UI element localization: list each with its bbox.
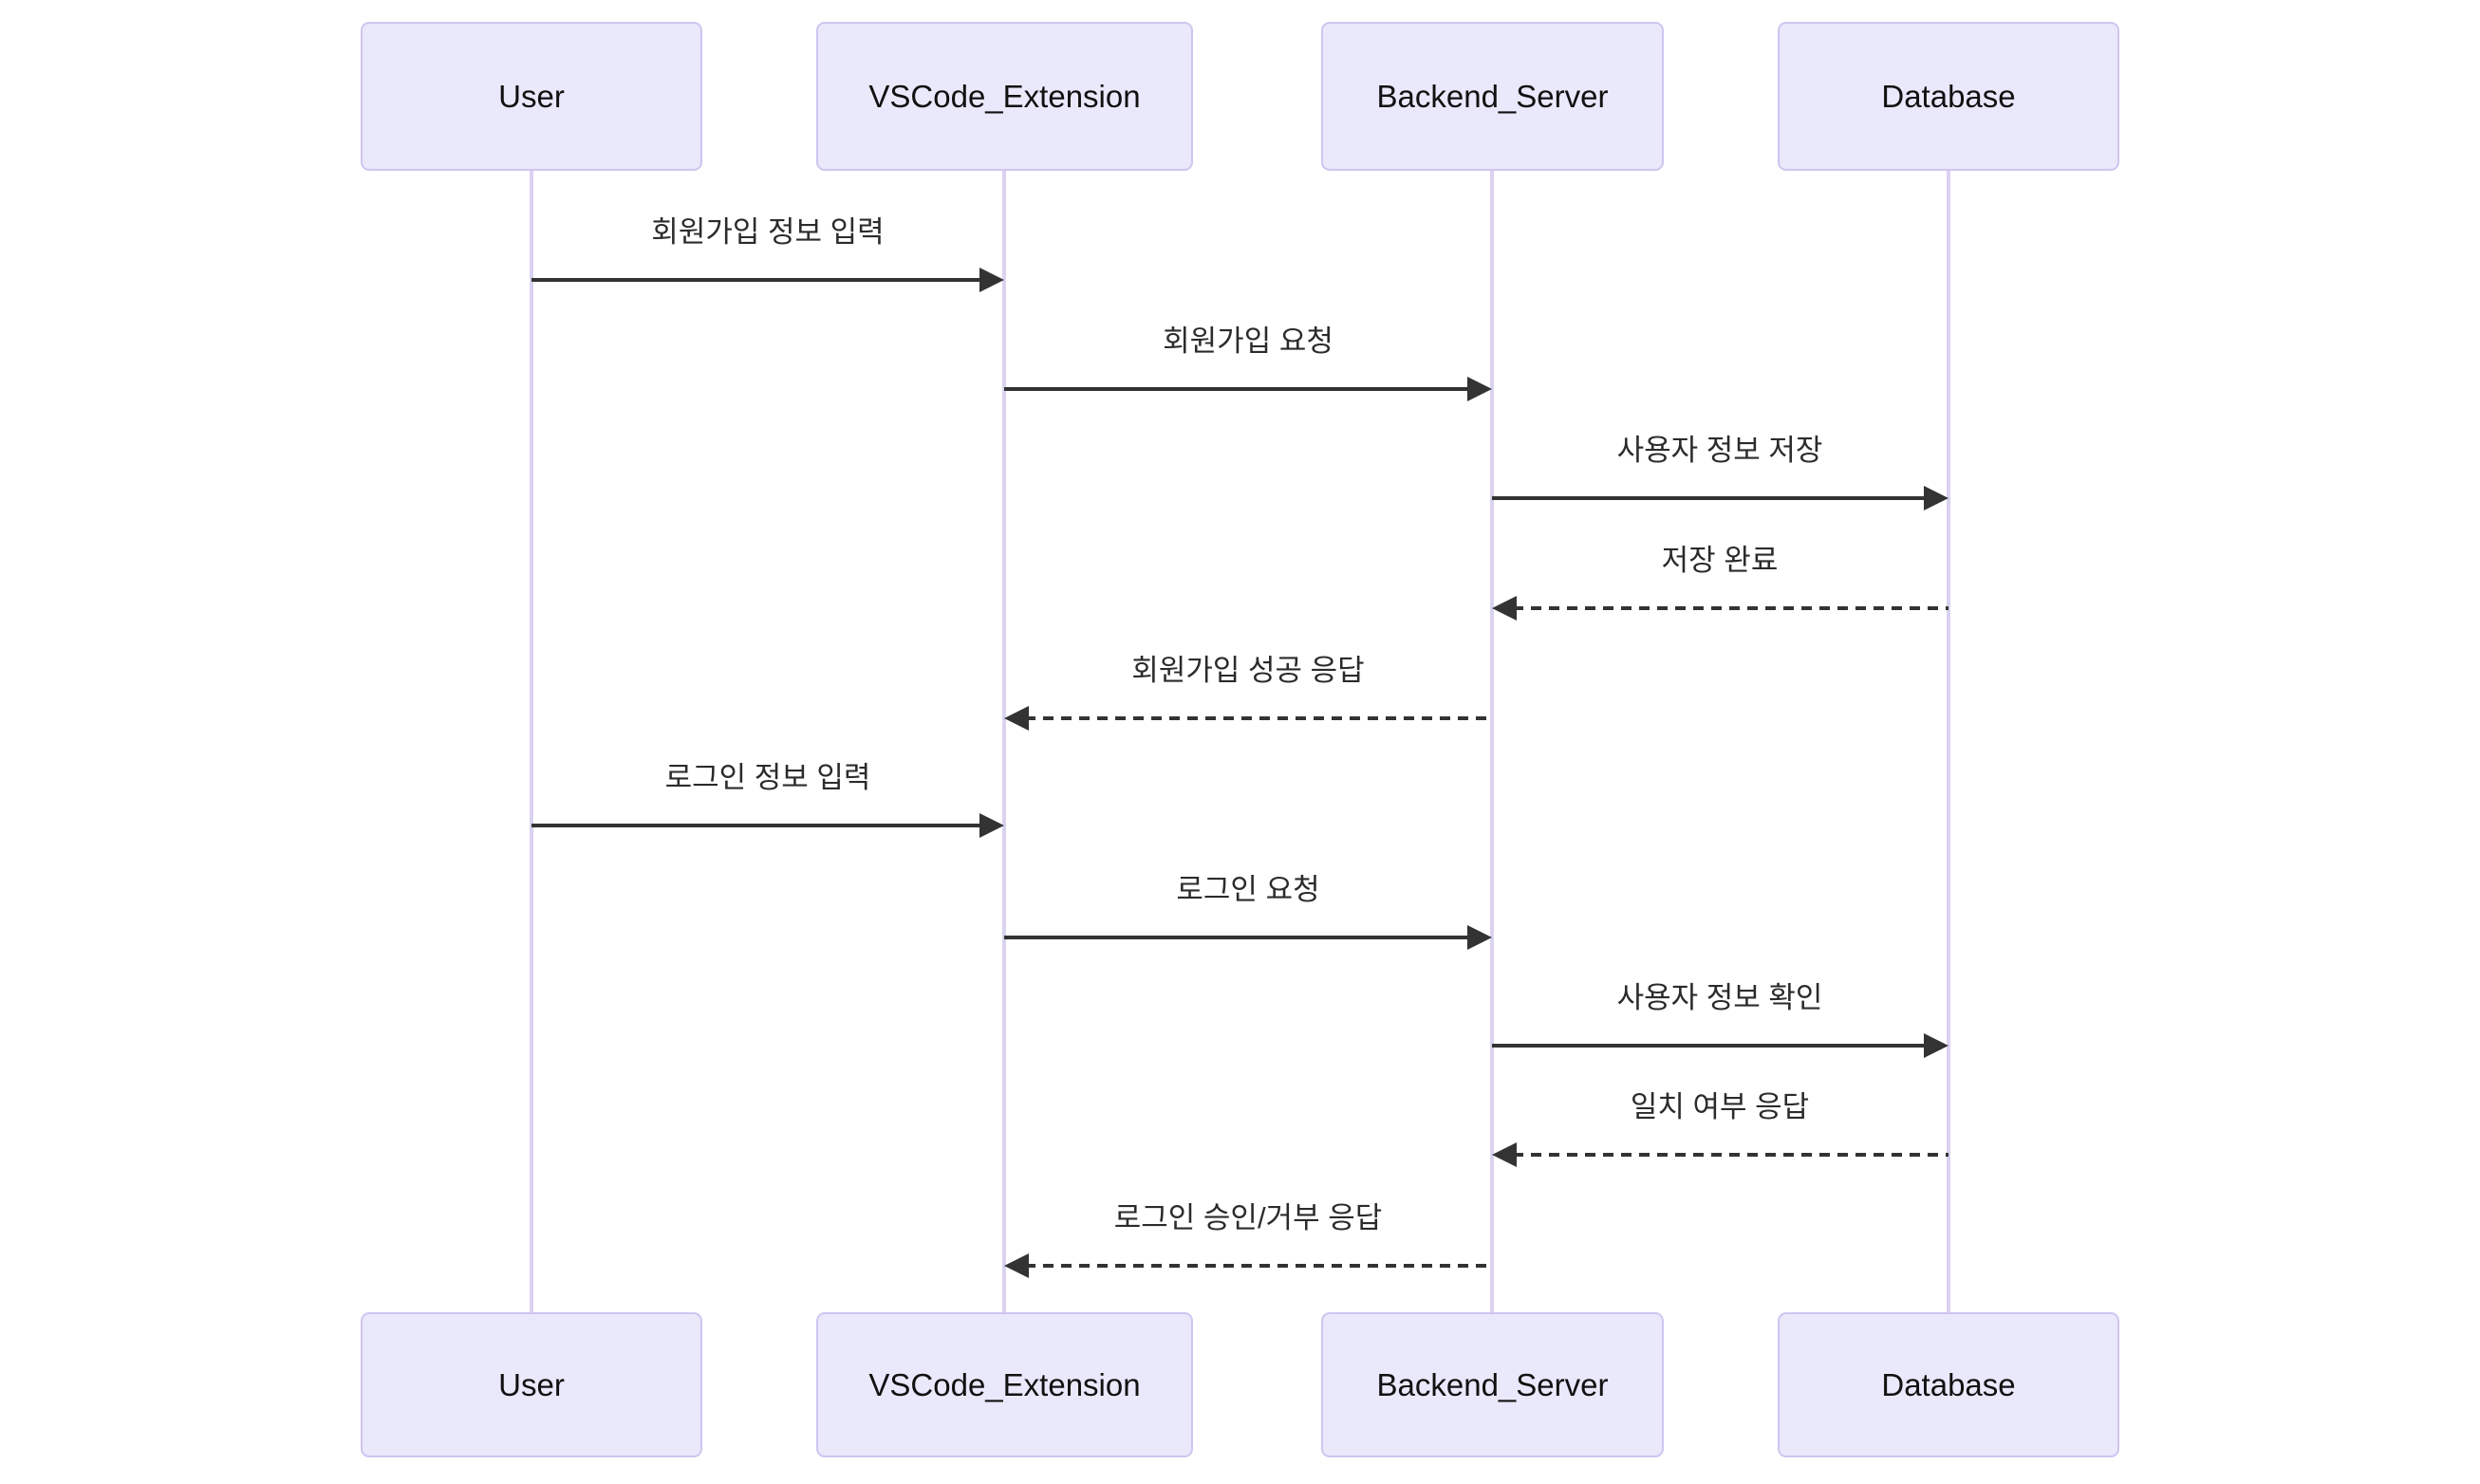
message-2-arrowhead-icon — [1467, 377, 1492, 401]
message-7-arrowhead-icon — [1467, 925, 1492, 950]
message-2-line — [1004, 387, 1471, 391]
message-5-arrowhead-icon — [1004, 706, 1029, 731]
message-9-arrowhead-icon — [1492, 1142, 1517, 1167]
actor-label: VSCode_Extension — [868, 78, 1141, 114]
message-8-line — [1492, 1044, 1928, 1048]
lifeline-vscode — [1002, 171, 1006, 1312]
message-10-line — [1025, 1264, 1492, 1268]
message-4-arrowhead-icon — [1492, 596, 1517, 621]
message-9-label: 일치 여부 응답 — [1630, 1090, 1810, 1123]
actor-top-database: Database — [1778, 22, 2119, 171]
actor-label: User — [498, 1366, 565, 1402]
actor-bottom-user: User — [361, 1312, 702, 1457]
message-5-label: 회원가입 성공 응답 — [1131, 654, 1365, 687]
lifeline-database — [1947, 171, 1950, 1312]
actor-bottom-vscode: VSCode_Extension — [816, 1312, 1193, 1457]
message-9-line — [1513, 1153, 1949, 1157]
message-3-label: 사용자 정보 저장 — [1616, 434, 1823, 467]
actor-top-user: User — [361, 22, 702, 171]
message-5-line — [1025, 716, 1492, 720]
actor-label: Database — [1881, 1366, 2016, 1402]
message-3-arrowhead-icon — [1924, 486, 1949, 510]
actor-label: User — [498, 78, 565, 114]
message-1-label: 회원가입 정보 입력 — [651, 215, 885, 249]
message-10-arrowhead-icon — [1004, 1253, 1029, 1278]
message-3-line — [1492, 496, 1928, 500]
actor-label: Database — [1881, 78, 2016, 114]
message-6-label: 로그인 정보 입력 — [664, 761, 871, 794]
message-2-label: 회원가입 요청 — [1163, 325, 1333, 358]
actor-top-vscode: VSCode_Extension — [816, 22, 1193, 171]
message-1-line — [531, 278, 983, 282]
message-7-line — [1004, 936, 1471, 939]
message-8-arrowhead-icon — [1924, 1033, 1949, 1058]
message-7-label: 로그인 요청 — [1176, 873, 1320, 906]
actor-label: Backend_Server — [1376, 78, 1609, 114]
message-4-line — [1513, 606, 1949, 610]
message-6-line — [531, 824, 983, 827]
message-8-label: 사용자 정보 확인 — [1616, 981, 1823, 1014]
message-1-arrowhead-icon — [979, 268, 1004, 292]
actor-label: VSCode_Extension — [868, 1366, 1141, 1402]
message-10-label: 로그인 승인/거부 응답 — [1113, 1201, 1383, 1234]
lifeline-user — [530, 171, 533, 1312]
message-6-arrowhead-icon — [979, 813, 1004, 838]
actor-label: Backend_Server — [1376, 1366, 1609, 1402]
message-4-label: 저장 완료 — [1661, 544, 1779, 577]
actor-bottom-backend: Backend_Server — [1321, 1312, 1664, 1457]
actor-bottom-database: Database — [1778, 1312, 2119, 1457]
actor-top-backend: Backend_Server — [1321, 22, 1664, 171]
lifeline-backend — [1490, 171, 1494, 1312]
